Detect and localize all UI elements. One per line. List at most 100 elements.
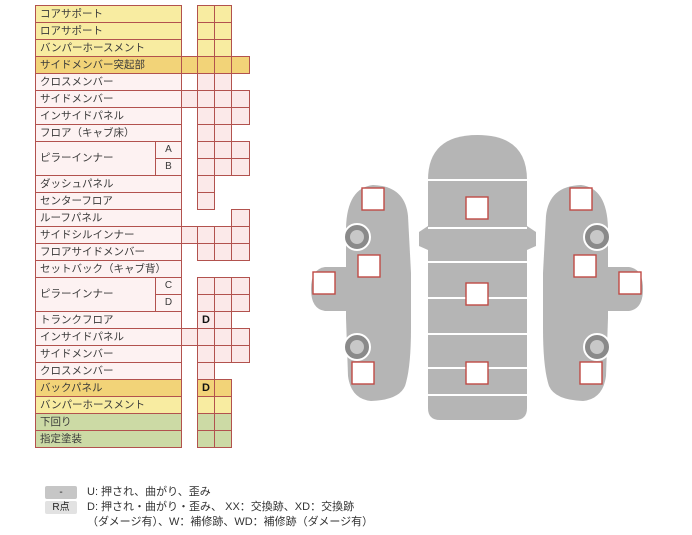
damage-cell[interactable] [214,379,232,397]
damage-cell[interactable] [214,226,232,244]
damage-cell[interactable] [231,294,250,312]
damage-cell[interactable] [197,175,215,193]
right-front-wheel-hub-icon [590,230,604,244]
damage-cell[interactable] [214,107,232,125]
part-sublabel: B [155,158,182,176]
legend-key: R点 [45,501,77,514]
damage-cell[interactable] [181,90,198,108]
parts-table: コアサポートロアサポートバンパーホースメントサイドメンバー突起部クロスメンバーサ… [35,5,255,450]
damage-cell[interactable] [214,141,232,159]
damage-cell[interactable] [214,124,232,142]
damage-cell[interactable] [197,90,215,108]
damage-cell[interactable] [214,345,232,363]
damage-cell[interactable] [214,158,232,176]
damage-cell[interactable] [214,243,232,261]
damage-cell[interactable] [231,158,250,176]
part-label: サイドシルインナー [35,226,182,244]
damage-cell[interactable] [197,413,215,431]
damage-cell[interactable] [214,39,232,57]
damage-cell[interactable] [214,277,232,295]
part-label: クロスメンバー [35,362,182,380]
damage-cell[interactable] [181,226,198,244]
check-square-right-middle[interactable] [573,254,597,278]
part-label: フロアサイドメンバー [35,243,182,261]
damage-cell[interactable] [197,243,215,261]
part-label: ルーフパネル [35,209,182,227]
damage-cell[interactable] [197,56,215,74]
damage-cell[interactable] [197,430,215,448]
check-square-right-rear[interactable] [579,361,603,385]
damage-cell[interactable] [197,345,215,363]
damage-cell[interactable] [197,294,215,312]
damage-cell[interactable] [231,345,250,363]
damage-cell[interactable] [214,90,232,108]
damage-cell[interactable] [197,39,215,57]
part-sublabel: A [155,141,182,159]
damage-cell[interactable] [197,158,215,176]
damage-cell[interactable] [181,328,198,346]
check-square-left-middle[interactable] [357,254,381,278]
check-square-center-rear[interactable] [465,361,489,385]
check-square-right-outer[interactable] [618,271,642,295]
part-label: フロア（キャブ床） [35,124,182,142]
damage-cell[interactable] [231,141,250,159]
damage-cell[interactable] [214,328,232,346]
damage-cell[interactable] [231,243,250,261]
part-label: トランクフロア [35,311,182,329]
check-square-right-front[interactable] [569,187,593,211]
damage-cell[interactable] [197,141,215,159]
part-label: 下回り [35,413,182,431]
damage-cell[interactable] [231,328,250,346]
legend-text: （ダメージ有）、W：補修跡、WD：補修跡（ダメージ有） [87,516,374,528]
damage-cell[interactable] [197,226,215,244]
damage-cell[interactable] [197,328,215,346]
part-label: バンパーホースメント [35,396,182,414]
damage-cell[interactable]: D [197,379,215,397]
car-top-view [419,135,536,420]
damage-cell[interactable] [231,277,250,295]
damage-cell[interactable] [214,56,232,74]
damage-cell[interactable] [214,413,232,431]
check-square-center-middle[interactable] [465,282,489,306]
legend-row: （ダメージ有）、W：補修跡、WD：補修跡（ダメージ有） [45,516,373,529]
legend-key [45,516,77,529]
damage-cell[interactable] [197,73,215,91]
check-square-left-outer[interactable] [312,271,336,295]
damage-cell[interactable] [214,430,232,448]
legend-text: D: 押され・曲がり・歪み、 XX：交換跡、XD：交換跡 [87,501,355,513]
right-rear-wheel-hub-icon [590,340,604,354]
left-front-wheel-hub-icon [350,230,364,244]
part-label: サイドメンバー突起部 [35,56,182,74]
part-label: ダッシュパネル [35,175,182,193]
damage-cell[interactable] [197,107,215,125]
damage-cell[interactable] [214,396,232,414]
damage-cell[interactable] [214,5,232,23]
damage-cell[interactable] [214,294,232,312]
damage-cell[interactable] [214,22,232,40]
damage-cell[interactable] [197,277,215,295]
damage-cell[interactable] [197,22,215,40]
damage-cell[interactable] [231,209,250,227]
damage-cell[interactable] [231,90,250,108]
damage-cell[interactable] [181,56,198,74]
left-rear-wheel-hub-icon [350,340,364,354]
check-square-left-front[interactable] [361,187,385,211]
damage-cell[interactable] [197,362,215,380]
damage-cell[interactable] [231,56,250,74]
part-label: コアサポート [35,5,182,23]
check-square-left-rear[interactable] [351,361,375,385]
damage-cell[interactable] [214,311,232,329]
part-label: ピラーインナー [35,141,156,176]
damage-cell[interactable] [214,73,232,91]
check-square-center-front[interactable] [465,196,489,220]
damage-cell[interactable] [197,192,215,210]
damage-cell[interactable] [197,396,215,414]
car-diagram [311,135,643,420]
damage-cell[interactable] [197,124,215,142]
damage-cell[interactable] [197,5,215,23]
part-label: クロスメンバー [35,73,182,91]
damage-cell[interactable] [231,107,250,125]
damage-cell[interactable] [231,226,250,244]
damage-cell[interactable]: D [197,311,215,329]
